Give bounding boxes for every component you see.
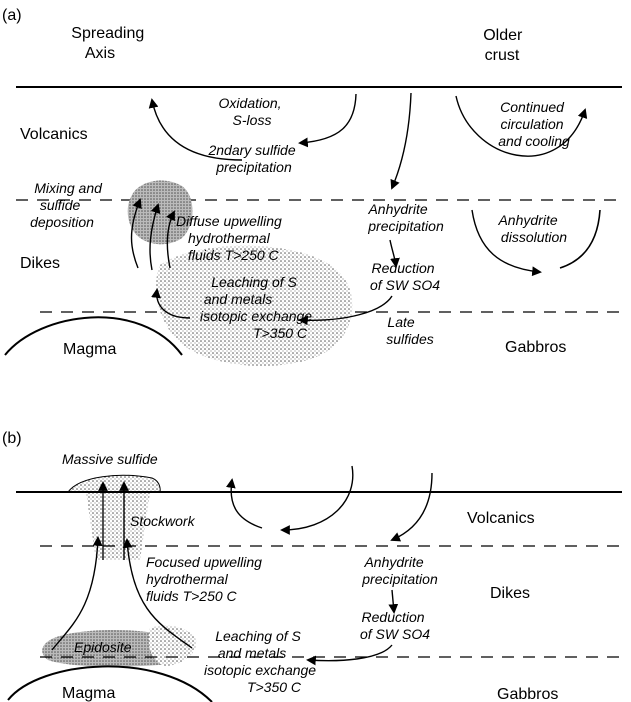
magma-label-a: Magma (63, 341, 116, 358)
gabbros-label-a: Gabbros (505, 339, 566, 356)
dikes-label-b: Dikes (490, 585, 530, 602)
downwelling-arrow-a (392, 93, 411, 188)
volcanics-loop-arrow (282, 466, 353, 530)
diffuse-upwelling-text: Diffuse upwelling hydrothermal fluids T>… (176, 213, 286, 263)
secondary-sulfide-arrow (300, 94, 356, 143)
reduction-text-b: Reduction of SW SO4 (360, 609, 430, 642)
focused-upwelling-text: Focused upwelling hydrothermal fluids T>… (146, 554, 266, 604)
massive-sulfide-mound (68, 475, 160, 492)
panel-b-label: (b) (2, 430, 22, 447)
reduction-text-a: Reduction of SW SO4 (370, 260, 440, 293)
mixing-text: Mixing and sulfide deposition (30, 180, 106, 230)
dikes-label-a: Dikes (20, 255, 60, 272)
anhydrite-precipitation-text-b: Anhydrite precipitation (361, 554, 438, 587)
oxidation-text: Oxidation, S-loss (219, 95, 286, 128)
panel-a: (a) Spreading Axis Older crust Volcanics… (2, 7, 622, 366)
epidosite-text: Epidosite (74, 639, 132, 655)
volcanics-loop-return (231, 480, 262, 528)
leaching-text-b: Leaching of S and metals isotopic exchan… (204, 628, 320, 695)
panel-b: (b) Massive sulfide Volcanics Dikes Gabb… (2, 430, 622, 702)
anhydrite-precipitation-text-a: Anhydrite precipitation (367, 201, 444, 234)
volcanics-label-b: Volcanics (467, 510, 535, 527)
anhydrite-dissolution-text: Anhydrite dissolution (497, 212, 567, 245)
panel-a-label: (a) (2, 7, 22, 24)
gabbros-label-b: Gabbros (497, 686, 558, 702)
volcanics-label-a: Volcanics (20, 126, 88, 143)
massive-sulfide-text: Massive sulfide (62, 451, 158, 467)
continued-circulation-text: Continued circulation and cooling (498, 99, 570, 149)
spreading-axis-label: Spreading Axis (71, 25, 148, 62)
magma-label-b: Magma (62, 685, 115, 702)
stockwork-text: Stockwork (130, 513, 196, 529)
late-sulfides-text: Late sulfides (386, 314, 433, 347)
older-crust-label: Older crust (483, 27, 527, 64)
leaching-arrow-b (308, 645, 392, 661)
downwelling-arrow-b (392, 473, 432, 540)
